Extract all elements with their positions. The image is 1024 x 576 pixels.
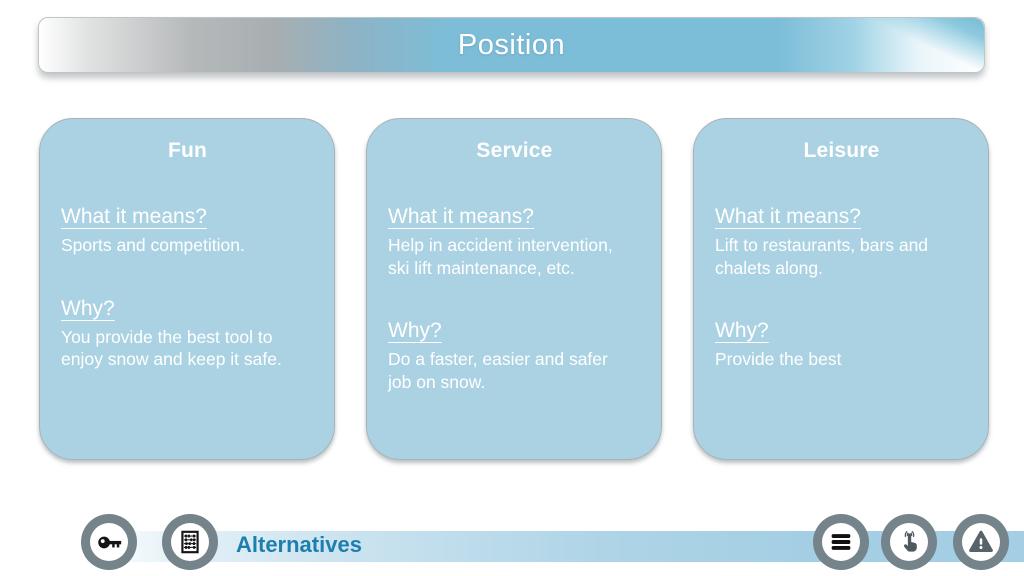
why-heading: Why? [61, 296, 115, 320]
touch-icon [903, 530, 917, 552]
menu-button-inner [822, 523, 860, 561]
menu-button[interactable] [813, 514, 869, 570]
card-service: Service What it means? Help in accident … [366, 118, 662, 460]
footer-section-label: Alternatives [236, 532, 362, 557]
what-it-means-text: Help in accident intervention, ski lift … [388, 235, 613, 278]
title-banner: Position [38, 17, 985, 73]
why-text: Do a faster, easier and safer job on sno… [388, 349, 608, 392]
abacus-button-inner [171, 523, 209, 561]
warning-button-inner [962, 523, 1000, 561]
key-button-inner [90, 523, 128, 561]
why-text: Provide the best [715, 349, 842, 369]
card-title: Service [476, 139, 553, 162]
card-fun: Fun What it means? Sports and competitio… [39, 118, 335, 460]
card-title: Leisure [803, 139, 880, 162]
what-it-means-text: Lift to restaurants, bars and chalets al… [715, 235, 929, 278]
touch-button-inner [890, 523, 928, 561]
what-it-means-text: Sports and competition. [61, 235, 245, 255]
warning-button[interactable] [953, 514, 1009, 570]
why-heading: Why? [388, 319, 442, 342]
why-heading: Why? [715, 319, 769, 342]
what-it-means-heading: What it means? [715, 205, 861, 228]
what-it-means-heading: What it means? [61, 205, 207, 228]
abacus-button[interactable] [162, 514, 218, 570]
key-button[interactable] [81, 514, 137, 570]
card-leisure: Leisure What it means? Lift to restauran… [693, 118, 989, 460]
warning-icon [969, 530, 993, 552]
abacus-icon [181, 530, 199, 554]
what-it-means-heading: What it means? [388, 205, 534, 228]
slide-title: Position [457, 28, 566, 61]
banner-corner-decoration [872, 18, 984, 72]
menu-icon [831, 534, 851, 550]
footer-band [96, 531, 1024, 562]
card-title: Fun [167, 139, 208, 162]
touch-button[interactable] [881, 514, 937, 570]
key-icon [97, 536, 121, 548]
why-text: You provide the best tool to enjoy snow … [61, 326, 282, 370]
